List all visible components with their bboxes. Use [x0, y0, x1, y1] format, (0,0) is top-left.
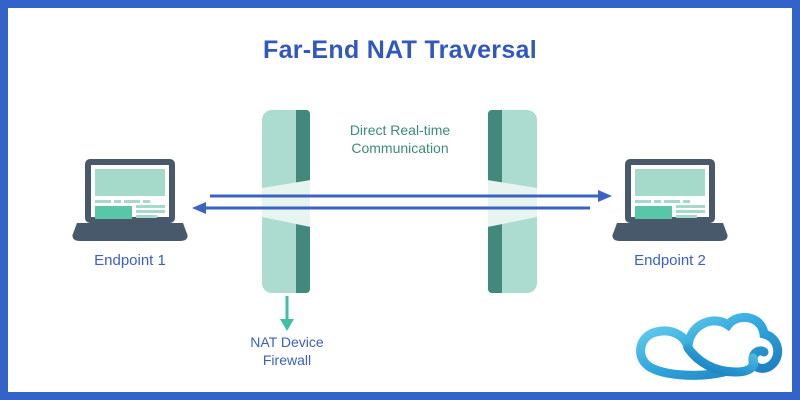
firewall-label: NAT Device Firewall: [250, 334, 324, 368]
endpoint-1-group: Endpoint 1: [72, 159, 188, 269]
firewall-barrier-2: [488, 110, 537, 293]
page-title: Far-End NAT Traversal: [263, 36, 537, 64]
endpoint-2-group: Endpoint 2: [612, 159, 728, 269]
arrow-left-icon: [192, 202, 590, 214]
communication-label: Direct Real-time Communication: [349, 122, 451, 156]
endpoint-2-label: Endpoint 2: [634, 252, 706, 269]
endpoint-1-label: Endpoint 1: [94, 252, 166, 269]
arrow-right-icon: [210, 190, 612, 202]
arrow-down-icon: [280, 296, 294, 331]
cloud-ribbon-logo-icon: [636, 312, 783, 380]
firewall-barrier-1: [262, 110, 310, 293]
laptop-icon: [72, 159, 188, 241]
laptop-icon: [612, 159, 728, 241]
